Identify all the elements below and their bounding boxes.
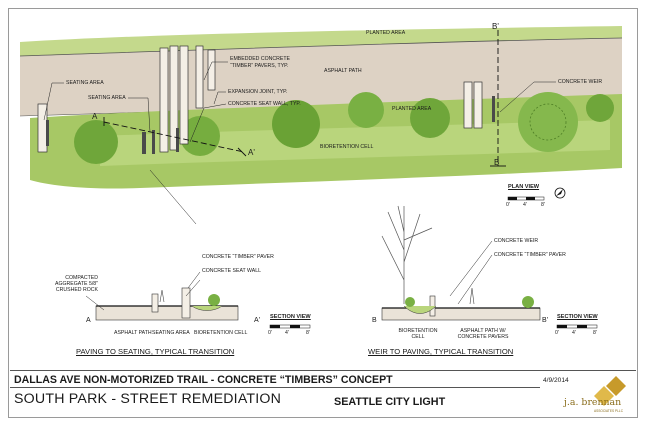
- title-block-mid-rule: [10, 387, 540, 388]
- section-a-bottom-asphalt: ASPHALT PATH: [114, 330, 152, 336]
- section-b-scale-8: 8': [593, 330, 597, 336]
- firm-name: j.a. brennan: [564, 397, 622, 408]
- label-asphalt-path: ASPHALT PATH: [324, 68, 362, 74]
- section-a-end-right: A': [254, 317, 261, 324]
- leader-lines: [43, 61, 556, 225]
- section-b-bottom-bioretention-2: CELL: [411, 334, 425, 340]
- section-a-title: PAVING TO SEATING, TYPICAL TRANSITION: [76, 347, 235, 356]
- timber-pavers: [37, 45, 483, 153]
- section-a-callout-seat-wall: CONCRETE SEAT WALL: [202, 268, 261, 274]
- section-a-aggregate-2: AGGREGATE 5/8": [55, 281, 98, 287]
- label-timber-pavers-1: EMBEDDED CONCRETE: [230, 56, 290, 62]
- section-b-end-left: B: [372, 317, 377, 324]
- section-cut-lines: [103, 30, 506, 167]
- section-b-bottom-asphalt-1: ASPHALT PATH W/: [460, 328, 506, 334]
- project-subtitle: SOUTH PARK - STREET REMEDIATION: [14, 391, 282, 407]
- section-b-bottom-bioretention-1: BIORETENTION: [398, 328, 438, 334]
- label-concrete-weir: CONCRETE WEIR: [558, 79, 603, 85]
- sheet-frame: [8, 8, 638, 418]
- section-a-scale-0: 0': [268, 330, 272, 336]
- plan-view-title: PLAN VIEW: [508, 184, 540, 190]
- label-planted-area-top: PLANTED AREA: [366, 30, 406, 36]
- section-a-scale-8: 8': [306, 330, 310, 336]
- section-b-view-title: SECTION VIEW: [557, 314, 598, 320]
- label-seating-area-2: SEATING AREA: [88, 95, 126, 101]
- marker-section-b-prime: B': [492, 22, 499, 31]
- plan-scale-8: 8': [541, 202, 545, 208]
- section-b-callout-weir: CONCRETE WEIR: [494, 238, 539, 244]
- drawing-date: 4/9/2014: [543, 377, 569, 384]
- section-a-scale-4: 4': [285, 330, 289, 336]
- section-a-aggregate-3: CRUSHED ROCK: [55, 287, 98, 293]
- seat-walls: [46, 96, 495, 154]
- section-b-title: WEIR TO PAVING, TYPICAL TRANSITION: [368, 347, 514, 356]
- north-arrow: [554, 187, 566, 199]
- section-a-scale-bar: [269, 324, 311, 329]
- title-block-top-rule: [10, 370, 636, 371]
- section-a-aggregate-1: COMPACTED: [65, 275, 98, 281]
- firm-tagline: ASSOCIATES PLLC: [594, 409, 623, 413]
- label-seat-wall: CONCRETE SEAT WALL, TYP.: [228, 101, 301, 107]
- section-a-drawing: [85, 271, 239, 321]
- label-timber-pavers-2: “TIMBER” PAVERS, TYP.: [230, 63, 289, 69]
- section-a-callout-paver: CONCRETE “TIMBER” PAVER: [202, 254, 274, 260]
- section-b-scale-0: 0': [555, 330, 559, 336]
- path-edge-top: [19, 37, 623, 57]
- section-b-bottom-asphalt-2: CONCRETE PAVERS: [457, 334, 509, 340]
- bioretention-cell: [100, 120, 610, 166]
- project-title: DALLAS AVE NON-MOTORIZED TRAIL - CONCRET…: [14, 374, 393, 386]
- label-bioretention-cell: BIORETENTION CELL: [320, 144, 374, 150]
- marker-section-a: A: [92, 112, 98, 121]
- section-b-end-right: B': [542, 317, 549, 324]
- plan-scale-0: 0': [506, 202, 510, 208]
- plan-scale-bar: [507, 196, 545, 201]
- section-b-scale-bar: [556, 324, 598, 329]
- section-b-callout-paver: CONCRETE “TIMBER” PAVER: [494, 252, 566, 258]
- firm-logo-mark: [594, 376, 626, 406]
- section-b-scale-4: 4': [572, 330, 576, 336]
- section-b-drawing: [381, 205, 541, 321]
- label-planted-area-mid: PLANTED AREA: [392, 106, 432, 112]
- label-expansion-joint: EXPANSION JOINT, TYP.: [228, 89, 288, 95]
- client-name: SEATTLE CITY LIGHT: [334, 396, 446, 408]
- section-a-view-title: SECTION VIEW: [270, 314, 311, 320]
- section-a-bottom-bioretention: BIORETENTION CELL: [194, 330, 248, 336]
- section-a-end-left: A: [86, 317, 91, 324]
- tree-canopies: [74, 92, 614, 164]
- label-seating-area-1: SEATING AREA: [66, 80, 104, 86]
- plan-scale-4: 4': [523, 202, 527, 208]
- section-a-bottom-seating: SEATING AREA: [152, 330, 190, 336]
- marker-section-a-prime: A': [248, 148, 255, 157]
- marker-section-b: B: [494, 158, 500, 167]
